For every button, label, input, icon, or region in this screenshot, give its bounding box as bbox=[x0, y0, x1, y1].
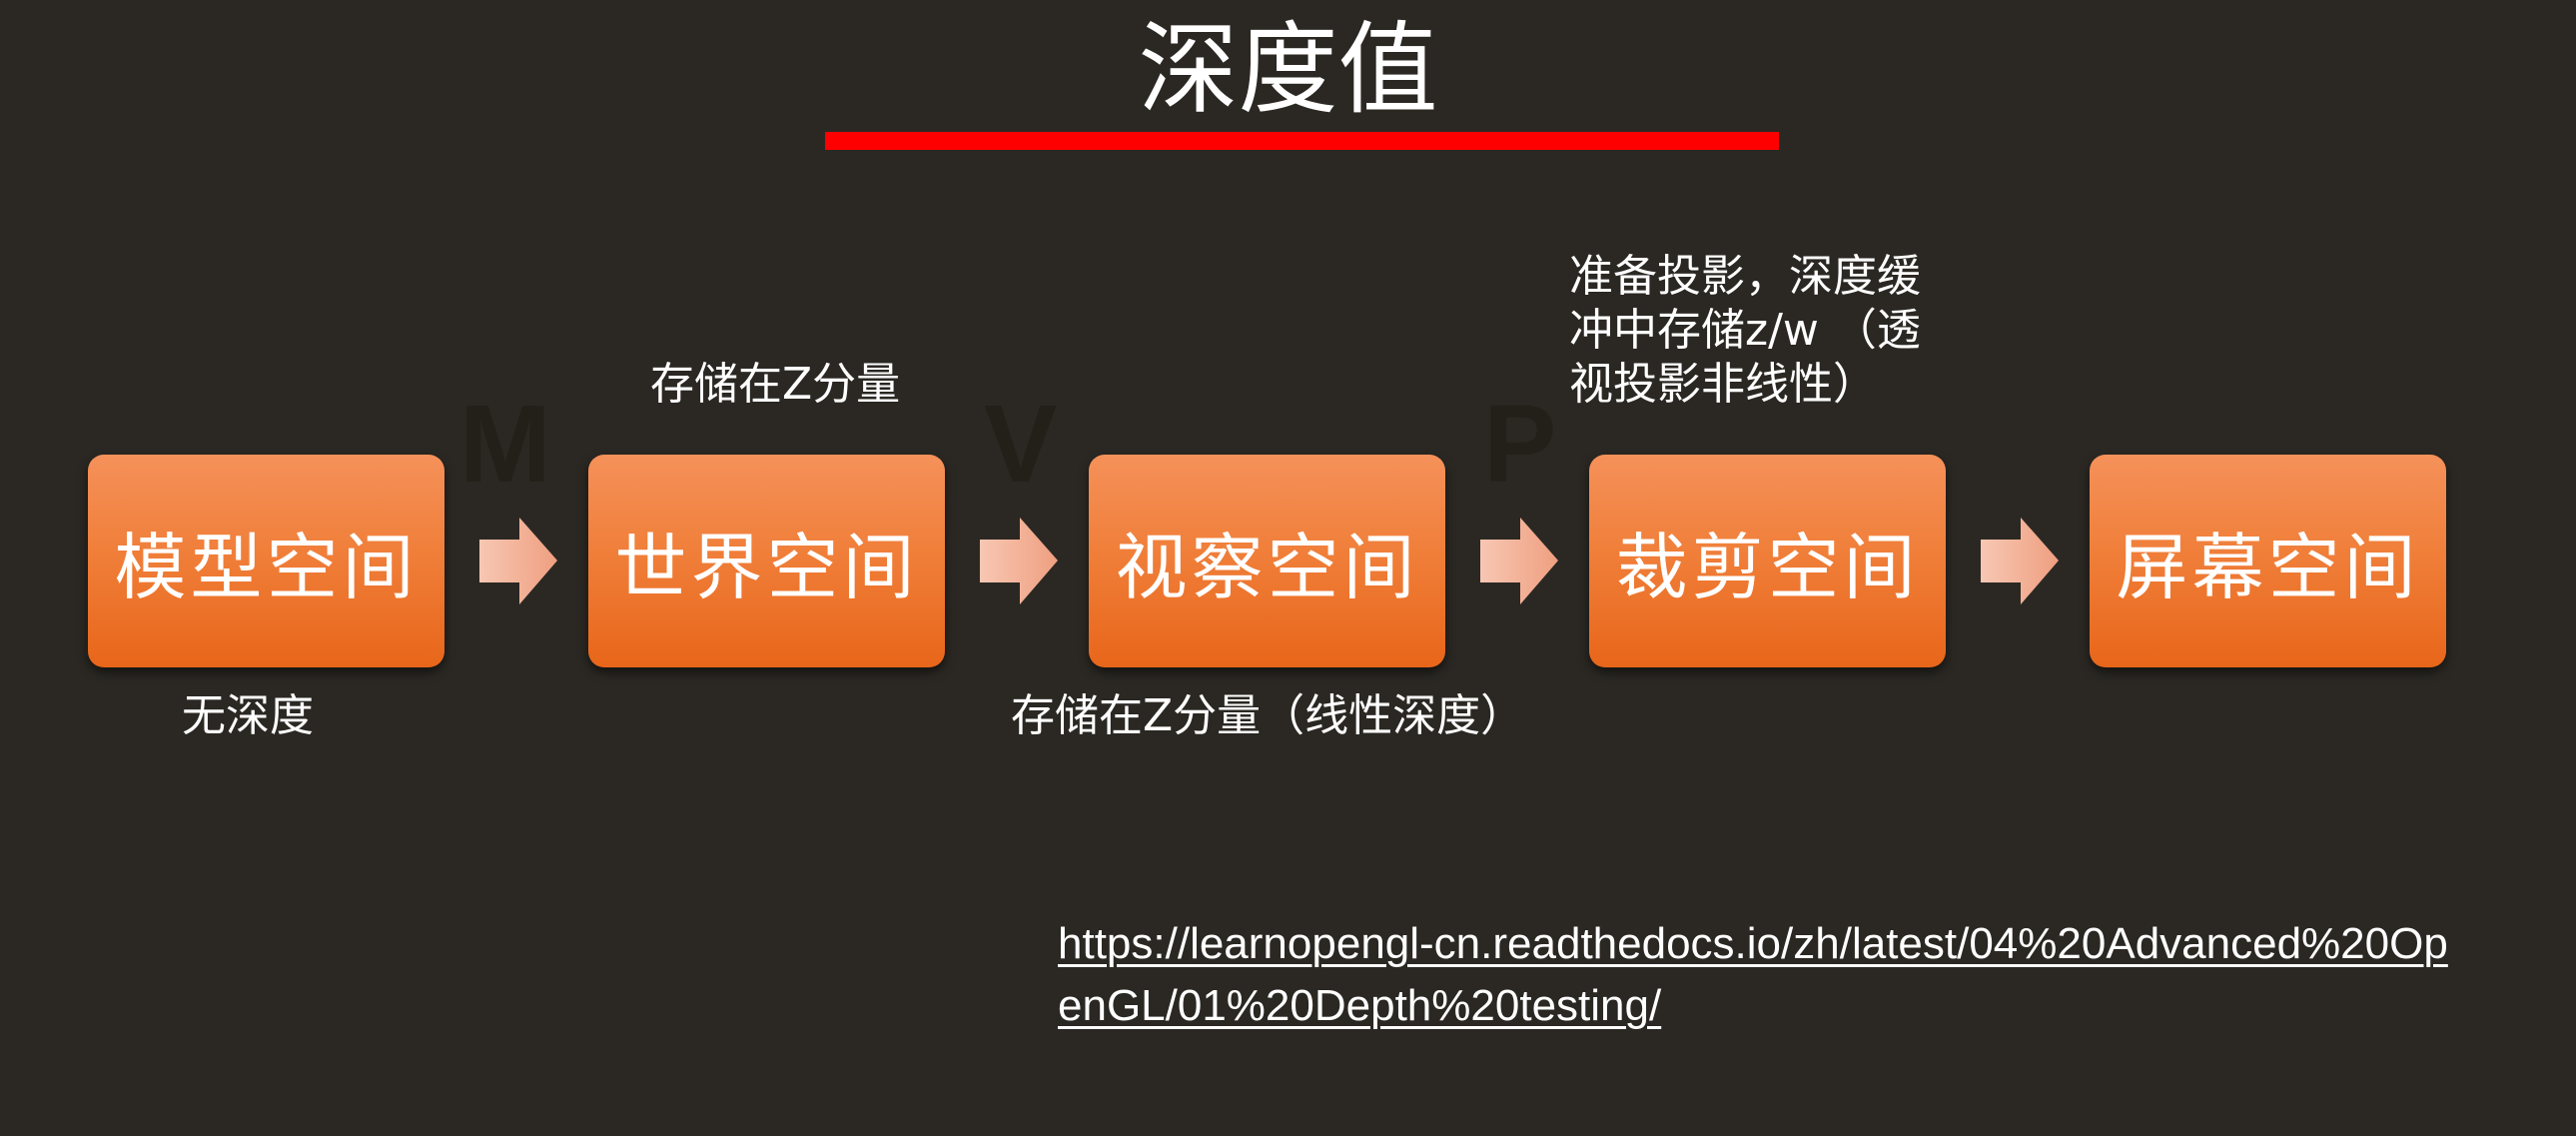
right-arrow-icon bbox=[1981, 518, 2059, 604]
model-matrix-letter: M bbox=[459, 383, 551, 506]
clip-space-label: 裁剪空间 bbox=[1615, 526, 1920, 609]
screen-space-box: 屏幕空间 bbox=[2090, 455, 2446, 667]
world-space-box: 世界空间 bbox=[588, 455, 945, 667]
clip-space-note: 准备投影，深度缓冲中存储z/w （透视投影非线性） bbox=[1569, 251, 1921, 410]
right-arrow-icon bbox=[980, 518, 1058, 604]
clip-space-box: 裁剪空间 bbox=[1589, 455, 1946, 667]
world-space-note: 存储在Z分量 bbox=[650, 359, 901, 410]
world-space-label: 世界空间 bbox=[614, 526, 919, 609]
right-arrow-icon bbox=[1480, 518, 1558, 604]
right-arrow-icon bbox=[479, 518, 557, 604]
view-matrix-letter: V bbox=[984, 383, 1058, 506]
projection-matrix-letter: P bbox=[1483, 383, 1557, 506]
title-underline bbox=[825, 132, 1779, 150]
screen-space-label: 屏幕空间 bbox=[2116, 526, 2420, 609]
model-space-note: 无深度 bbox=[182, 690, 314, 741]
view-space-note: 存储在Z分量（线性深度） bbox=[1011, 690, 1525, 741]
model-space-label: 模型空间 bbox=[114, 526, 419, 609]
reference-link[interactable]: https://learnopengl-cn.readthedocs.io/zh… bbox=[1058, 919, 2448, 1030]
page-title: 深度值 bbox=[1138, 11, 1438, 128]
model-space-box: 模型空间 bbox=[88, 455, 444, 667]
view-space-label: 视察空间 bbox=[1115, 526, 1419, 609]
view-space-box: 视察空间 bbox=[1089, 455, 1445, 667]
